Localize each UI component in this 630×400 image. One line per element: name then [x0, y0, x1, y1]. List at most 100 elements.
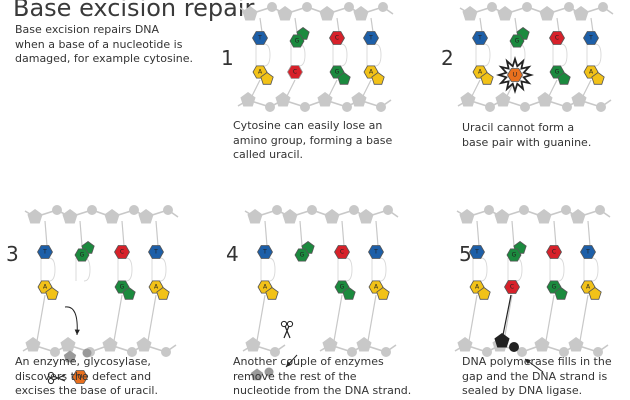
caption-line: Another couple of enzymes — [233, 355, 384, 368]
base-ring-hex — [580, 245, 596, 259]
base-letter: U — [78, 374, 82, 381]
sugar-icon — [460, 92, 476, 107]
sugar-phosphate-backbone — [457, 92, 612, 112]
adenine-base: A — [252, 65, 274, 85]
base-ring-hex — [329, 31, 345, 45]
guanine-base: G — [334, 280, 356, 300]
sugar-phosphate-backbone — [459, 2, 614, 21]
sugar-icon — [250, 368, 264, 381]
caption-line: base pair with guanine. — [462, 135, 592, 149]
base-letter: T — [585, 249, 590, 256]
scissors-blade — [283, 325, 291, 339]
base-ring-pent — [591, 72, 605, 85]
strand-connector — [479, 17, 483, 33]
cytosine-base: C — [287, 65, 303, 79]
caption-line: called uracil. — [233, 148, 304, 161]
base-letter: C — [555, 35, 559, 42]
base-ring-hex — [546, 245, 562, 259]
base-letter: T — [262, 249, 267, 256]
thymine-base: T — [37, 245, 53, 259]
sugar-icon — [459, 209, 475, 224]
sugar-icon — [536, 209, 552, 224]
base-ring-pent — [480, 72, 494, 85]
phosphate-icon — [593, 347, 603, 357]
base-letter: T — [368, 35, 373, 42]
cytosine-base: C — [329, 31, 345, 45]
base-letter: A — [43, 284, 48, 291]
thymine-base: T — [148, 245, 164, 259]
strand-connector — [328, 79, 338, 97]
backbone-line — [237, 99, 392, 108]
sugar-icon — [356, 337, 372, 352]
base-letter: G — [300, 252, 305, 259]
phosphate-icon — [562, 102, 572, 112]
base-letter: A — [589, 69, 594, 76]
backbone-line — [24, 209, 179, 218]
base-letter: C — [510, 284, 514, 291]
base-letter: T — [588, 35, 593, 42]
step-1-caption: Cytosine can easily lose an amino group,… — [233, 119, 392, 163]
arrow-icon — [524, 358, 544, 373]
new-sugar-icon — [494, 333, 510, 348]
caption-line: amino group, forming a base — [233, 133, 393, 147]
base-ring-hex — [368, 245, 384, 259]
phosphate-icon — [349, 205, 359, 215]
scissors-handle — [280, 320, 288, 328]
base-letter: A — [154, 284, 159, 291]
thymine-base: T — [469, 245, 485, 259]
adenine-base: A — [580, 280, 602, 300]
hydrogen-bond — [260, 257, 276, 282]
guanine-base: G — [509, 27, 530, 48]
arrow-head — [525, 359, 531, 365]
strand-connector — [251, 79, 261, 97]
sugar-phosphate-backbone — [244, 205, 399, 224]
sugar-icon — [571, 92, 587, 107]
adenine-base: A — [148, 280, 170, 300]
strand-connector — [514, 17, 518, 33]
adenine-base: A — [363, 65, 385, 85]
phosphate-icon — [561, 205, 571, 215]
strand-connector — [545, 294, 555, 342]
scissors-blade — [52, 374, 66, 382]
step-4-caption: Another couple of enzymes remove the res… — [233, 355, 411, 399]
step-5-caption: DNA polymerase fills in the gap and the … — [462, 355, 612, 399]
strand-connector — [155, 220, 159, 247]
caption-line: remove the rest of the — [233, 369, 357, 383]
base-letter: A — [263, 284, 268, 291]
base-letter: T — [257, 35, 262, 42]
strand-connector — [590, 17, 594, 33]
adenine-base: A — [257, 280, 279, 300]
sugar-icon — [27, 209, 43, 224]
base-letter: G — [80, 252, 85, 259]
phosphate-icon — [381, 347, 391, 357]
intro-text: Base excision repairs DNA when a base of… — [15, 23, 225, 67]
cytosine-base: C — [549, 31, 565, 45]
strand-connector — [299, 220, 303, 247]
sugar-phosphate-backbone — [239, 2, 394, 21]
phosphate-icon — [127, 347, 137, 357]
phosphate-icon — [378, 2, 388, 12]
hydrogen-bond — [117, 257, 133, 282]
sugar-icon — [324, 209, 340, 224]
base-ring-pent — [477, 287, 491, 300]
base-ring-pent — [265, 287, 279, 300]
base-ring-hex — [504, 280, 520, 294]
caption-line: gap and the DNA strand is — [462, 369, 608, 383]
base-letter: C — [335, 35, 339, 42]
sugar-icon — [277, 6, 293, 21]
base-ring-hex — [472, 31, 488, 45]
phosphate-icon — [82, 348, 92, 358]
base-ring-pent — [45, 287, 59, 300]
base-ring-hex — [74, 248, 90, 262]
sugar-icon — [322, 337, 338, 352]
caption-line: Cytosine can easily lose an — [233, 119, 383, 132]
strand-connector — [468, 294, 478, 342]
sugar-icon — [358, 209, 374, 224]
phosphate-icon — [302, 2, 312, 12]
base-letter: T — [474, 249, 479, 256]
base-letter: G — [555, 69, 560, 76]
phosphate-icon — [264, 367, 274, 377]
sugar-phosphate-backbone — [22, 337, 177, 357]
